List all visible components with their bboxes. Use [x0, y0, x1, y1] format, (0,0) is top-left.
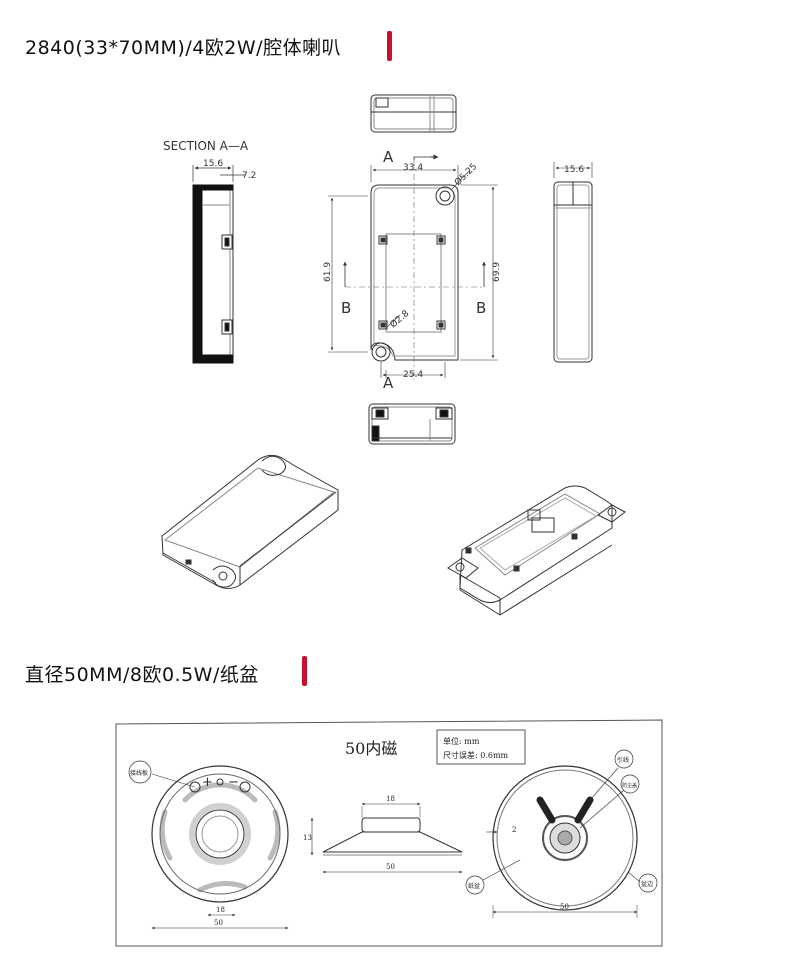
speaker-front-view	[465, 749, 658, 918]
speaker-heading: 50内磁	[345, 739, 397, 758]
enclosure-section-aa	[192, 165, 245, 364]
section1-accent-bar	[387, 31, 392, 61]
dim-18-top: 18	[386, 795, 395, 803]
label-33-4: 33.4	[403, 163, 423, 173]
dim-50-back: 50	[560, 903, 569, 911]
enclosure-drawing	[161, 94, 626, 616]
callout-paper-cone: 纸盆	[468, 882, 480, 890]
spec-unit: 单位: mm	[443, 736, 480, 746]
section2-accent-bar	[302, 656, 307, 686]
enclosure-front-view	[328, 154, 498, 380]
dim-2: 2	[512, 826, 516, 834]
label-diameter-2-8: Ø2.8	[388, 308, 412, 330]
dim-50-side: 50	[386, 863, 395, 871]
callout-wiring-board: 接线板	[130, 769, 148, 777]
enclosure-isometric-box	[447, 485, 626, 616]
label-b-right: B	[476, 299, 486, 317]
terminal-plus: +	[202, 775, 213, 790]
dim-13: 13	[303, 834, 312, 842]
callout-lead: 引线	[617, 756, 629, 764]
label-15-6-left: 15.6	[203, 159, 223, 169]
label-7-2: 7.2	[242, 171, 256, 181]
label-b-left: B	[341, 299, 351, 317]
enclosure-top-view	[370, 94, 457, 133]
label-a-bottom: A	[383, 374, 394, 392]
label-15-6-right: 15.6	[564, 165, 584, 175]
enclosure-bottom-view	[368, 403, 456, 445]
label-25-4: 25.4	[403, 370, 423, 380]
section1-title: 2840(33*70MM)/4欧2W/腔体喇叭	[25, 37, 342, 59]
dim-50-front: 50	[214, 919, 223, 927]
label-a-top: A	[383, 148, 394, 166]
label-diameter-5-25: Ø5.25	[452, 161, 479, 188]
enclosure-isometric-lid	[161, 454, 339, 589]
section2-title: 直径50MM/8欧0.5W/纸盆	[25, 664, 259, 686]
callout-rim: 盆边	[641, 880, 653, 888]
label-61-9: 61.9	[323, 262, 333, 282]
enclosure-side-view	[553, 162, 593, 363]
label-69-9: 69.9	[492, 262, 502, 282]
terminal-minus: −	[228, 775, 239, 790]
callout-dust-cap: 防尘盖	[622, 782, 637, 789]
spec-tolerance: 尺寸误差: 0.6mm	[443, 750, 509, 760]
speaker-side-view	[310, 802, 463, 874]
dim-18-front: 18	[216, 906, 225, 914]
speaker-drawing	[115, 719, 663, 947]
speaker-back-view	[151, 765, 289, 930]
label-section-aa: SECTION A—A	[163, 139, 249, 153]
